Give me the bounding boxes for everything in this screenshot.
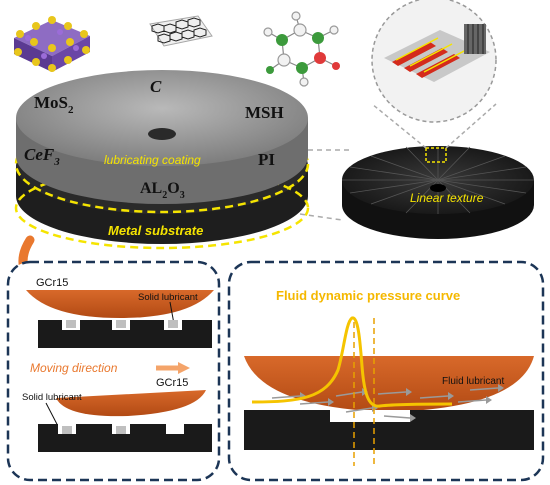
label-part: 3 [53,156,60,168]
label-pi: PI [258,150,275,169]
label-part: 2 [68,104,74,116]
label-c: C [150,77,162,96]
substrate-block-bottom [38,424,212,452]
graphene-icon [149,15,213,47]
label-part: 3 [180,190,185,201]
gcr15-ball-bottom [56,390,206,417]
label-part: CeF [24,145,55,164]
substrate-block-top [38,320,212,348]
pressure-curve-line [251,316,453,408]
label-linear-texture: Linear texture [410,191,484,205]
label-part: AL [140,180,162,197]
label-gcr15-bottom: GCr15 [156,377,188,389]
label-pressure-curve-title: Fluid dynamic pressure curve [276,288,460,303]
pressure-reference-lines [353,318,375,466]
gcr15-ball-top [26,290,214,318]
label-part: 2 [162,190,167,201]
label-lubricating-coating: lubricating coating [104,153,201,167]
pi-molecule-icon [263,11,340,87]
label-metal-substrate: Metal substrate [108,223,203,238]
disk-link-lines [299,149,350,221]
magnifier-connector-left [371,103,427,149]
textured-disk [342,146,534,239]
label-part: MoS [34,93,68,112]
label-msh: MSH [245,103,284,122]
label-part: O [167,180,179,197]
label-cef3: CeF3 [24,145,60,168]
texture-magnifier [371,0,497,123]
label-solid-lubricant-top: Solid lubricant [138,292,198,303]
label-mos2: MoS2 [34,93,74,116]
mos2-crystal-icon [14,16,90,72]
label-moving-direction: Moving direction [30,361,118,375]
label-gcr15-top: GCr15 [36,277,68,289]
label-al2o3: AL2O3 [140,180,185,201]
gcr15-ball-right [244,356,534,412]
label-fluid-lubricant: Fluid lubricant [442,376,504,387]
coated-disk [14,70,310,250]
fluid-flow-arrows [271,384,504,422]
label-solid-lubricant-bottom: Solid lubricant [22,392,82,403]
disk-center-hole [148,128,176,140]
